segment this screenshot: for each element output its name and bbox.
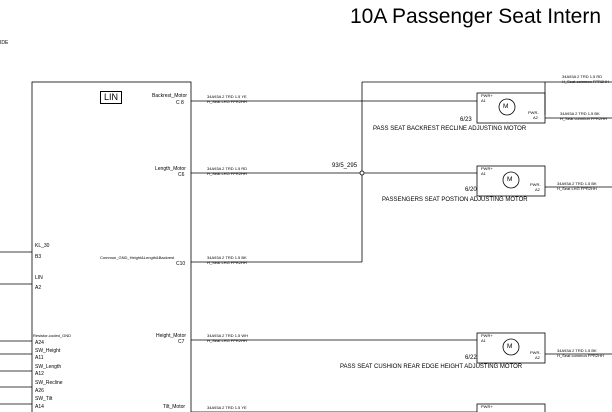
motor-symbol-length — [502, 171, 520, 189]
pin-id-backrest: C 8 — [176, 100, 184, 106]
left-pin-id-kl30: B3 — [35, 254, 42, 260]
motor-box-height — [476, 332, 546, 364]
left-pin-name-gnd: Resistor-coded_GND — [33, 333, 72, 338]
right-wire-label-2a: 34A93A 2 TRD 1.5 BK — [560, 111, 600, 116]
left-pin-name-tilt: SW_Tilt — [35, 396, 53, 402]
wire-label-length-1: 34A93A 2 TRD 1.5 RD — [207, 166, 248, 171]
left-pin-name-lin: LIN — [35, 275, 43, 281]
motor2-pin-in: A1 — [481, 171, 486, 176]
module-box — [31, 81, 192, 412]
motor-box-tilt — [476, 403, 546, 412]
motor2-pwr-out: PWR- — [530, 182, 541, 187]
right-wire-label-2b: H_Seat common FPR2HH — [560, 116, 607, 121]
pin-id-height: C7 — [178, 339, 185, 345]
pin-name-common-gnd: Common_GND_Height&Length&Backrest — [100, 255, 175, 260]
motor3-ref: 6/22 — [465, 355, 477, 361]
left-pin-id-lin: A2 — [35, 285, 42, 291]
pin-name-tilt: Tilt_Motor — [163, 404, 186, 410]
pin-id-length: C6 — [178, 172, 185, 178]
side-label: IDE — [0, 40, 9, 46]
module-label: LIN — [100, 91, 122, 104]
left-pin-name-height: SW_Height — [35, 348, 61, 354]
left-pin-id-tilt: A14 — [35, 404, 44, 410]
motor3-name: PASS SEAT CUSHION REAR EDGE HEIGHT ADJUS… — [340, 364, 523, 370]
motor4-pwr-in: PWR+ — [481, 404, 493, 409]
motor2-name: PASSENGERS SEAT POSTION ADJUSTING MOTOR — [382, 197, 528, 203]
motor1-ref: 6/23 — [460, 117, 472, 123]
motor3-pin-in: A1 — [481, 338, 486, 343]
wire-label-height-2: H_Seat LHG FPR2HH — [207, 338, 247, 343]
right-wire-label-3b: H_Seat LHG FPR2HH — [557, 186, 597, 191]
pin-name-height: Height_Motor — [156, 333, 187, 339]
left-pin-id-length: A12 — [35, 371, 44, 377]
left-pin-id-recline: A26 — [35, 388, 44, 394]
pin-name-length: Length_Motor — [155, 166, 186, 172]
motor-symbol-backrest — [498, 98, 516, 116]
pin-id-common-gnd: C10 — [176, 261, 186, 267]
motor1-pin-in: A1 — [481, 98, 486, 103]
motor2-pin-out: A2 — [535, 187, 540, 192]
wire-label-height-1: 34A93A 2 TRD 1.5 WH — [207, 333, 249, 338]
right-wire-label-1b: H_Seat common FPR2HH — [562, 79, 609, 84]
motor3-symbol: M — [507, 343, 513, 350]
left-pin-name-recline: SW_Recline — [35, 380, 63, 386]
page-title: 10A Passenger Seat Intern — [350, 5, 602, 28]
motor1-symbol: M — [503, 103, 509, 110]
left-pin-name-length: SW_Length — [35, 364, 62, 370]
pin-name-backrest: Backrest_Motor — [152, 93, 188, 99]
motor3-pwr-in: PWR+ — [481, 333, 493, 338]
splice-label: 93/5_295 — [332, 163, 358, 169]
motor-box-backrest — [476, 92, 546, 124]
motor-box-length — [476, 165, 546, 197]
motor2-ref: 6/20 — [465, 187, 477, 193]
right-wire-label-1a: 34A93A 2 TRD 1.5 RD — [562, 74, 603, 79]
left-pin-id-height: A11 — [35, 355, 44, 361]
motor-symbol-height — [502, 338, 520, 356]
motor2-symbol: M — [507, 176, 513, 183]
motor3-pin-out: A2 — [535, 355, 540, 360]
motor3-pwr-out: PWR- — [530, 350, 541, 355]
wire-label-tilt-1: 34A93A 2 TRD 1.5 YE — [207, 405, 247, 410]
wire-label-common-2: H_Seat LHG FPR2HH — [207, 260, 247, 265]
wire-label-common-1: 34A93A 2 TRD 1.5 BK — [207, 255, 247, 260]
left-pin-id-gnd: A24 — [35, 340, 44, 346]
right-wire-label-4b: H_Seat common FPR2HH — [557, 353, 604, 358]
right-wire-label-4a: 34A93A 2 TRD 1.5 BK — [557, 348, 597, 353]
motor1-name: PASS SEAT BACKREST RECLINE ADJUSTING MOT… — [373, 126, 527, 132]
right-wire-label-3a: 34A93A 2 TRD 1.5 BK — [557, 181, 597, 186]
motor1-pwr-out: PWR- — [528, 110, 539, 115]
motor1-pin-out: A2 — [533, 115, 538, 120]
motor2-pwr-in: PWR+ — [481, 166, 493, 171]
wire-label-backrest-1: 34A93A 2 TRD 1.5 YE — [207, 94, 247, 99]
wire-label-backrest-2: H_Seat LHG FPR2HH — [207, 99, 247, 104]
wire-label-length-2: H_Seat LHG FPR2HH — [207, 171, 247, 176]
left-pin-name-kl30: KL_30 — [35, 243, 50, 249]
splice-dot — [359, 170, 365, 176]
motor1-pwr-in: PWR+ — [481, 93, 493, 98]
